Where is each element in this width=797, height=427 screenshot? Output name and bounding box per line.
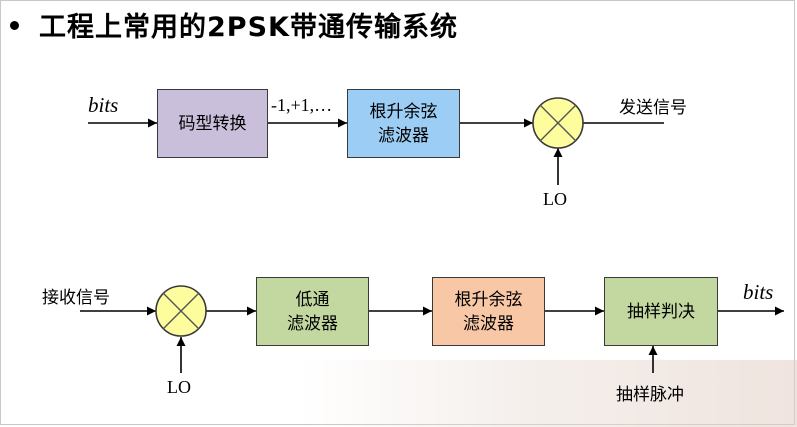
rx-lpf-block: 低通 滤波器 [256, 277, 369, 346]
rx-decision-label: 抽样判决 [627, 301, 695, 322]
rx-input-label: 接收信号 [42, 288, 110, 308]
tx-output-label: 发送信号 [619, 98, 687, 118]
rx-decision-block: 抽样判决 [604, 277, 718, 346]
tx-lo-label: LO [543, 189, 567, 209]
tx-mixer [532, 97, 584, 149]
tx-rrc-block: 根升余弦 滤波器 [347, 89, 460, 158]
tx-rrc-label-line2: 滤波器 [378, 125, 429, 146]
heading-text: 工程上常用的2PSK带通传输系统 [39, 11, 458, 43]
rx-mixer-cross-b [162, 292, 200, 330]
rx-lpf-label-line1: 低通 [295, 289, 330, 310]
tx-mapper-block: 码型转换 [157, 89, 268, 158]
rx-rrc-label-line2: 滤波器 [463, 313, 514, 334]
rx-lpf-label-line2: 滤波器 [287, 313, 338, 334]
bullet-icon [10, 20, 19, 30]
rx-output-label: bits [743, 280, 774, 304]
rx-lo-label: LO [167, 377, 191, 397]
rx-rrc-block: 根升余弦 滤波器 [432, 277, 545, 346]
background-watermark [300, 360, 797, 427]
tx-input-label: bits [88, 93, 119, 117]
tx-symbols-label: -1,+1,… [271, 95, 333, 115]
slide-heading: 工程上常用的2PSK带通传输系统 [10, 4, 458, 44]
tx-mapper-label: 码型转换 [178, 113, 247, 134]
rx-sampling-label: 抽样脉冲 [616, 385, 684, 405]
rx-mixer [155, 285, 207, 337]
tx-rrc-label-line1: 根升余弦 [369, 101, 438, 122]
rx-rrc-label-line1: 根升余弦 [454, 289, 523, 310]
tx-mixer-cross-b [539, 104, 577, 142]
